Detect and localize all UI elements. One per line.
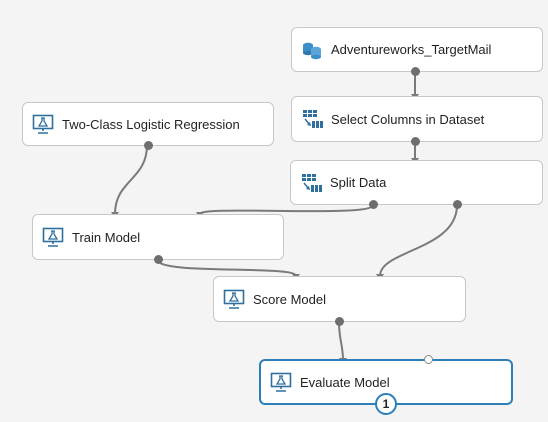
output-port[interactable] [411,67,420,76]
flask-monitor-icon [42,226,64,248]
module-label: Evaluate Model [300,374,390,390]
module-label: Split Data [330,175,387,190]
flask-monitor-icon [32,113,54,135]
module-adventureworks-targetmail[interactable]: Adventureworks_TargetMail [291,27,543,76]
database-icon [301,39,323,61]
wire-score-to-evaluate [338,321,344,361]
module-score-model[interactable]: Score Model [213,276,466,326]
output-port[interactable] [144,141,153,150]
module-label: Select Columns in Dataset [331,111,485,127]
module-label: Train Model [72,229,141,245]
module-train-model[interactable]: Train Model [32,214,284,264]
wire-split-to-score [379,204,458,277]
output-port-right[interactable] [453,200,462,209]
output-port[interactable] [335,317,344,326]
module-label: Two-Class Logistic Regression [62,116,240,132]
module-label: Adventureworks_TargetMail [331,42,492,57]
output-port-number-badge[interactable]: 1 [375,393,397,415]
module-split-data[interactable]: Split Data [290,160,543,209]
table-transform-icon [300,172,322,194]
wire-logistic-to-train [114,144,148,215]
module-label: Score Model [253,291,326,307]
wire-train-to-score [157,259,297,277]
output-port-left[interactable] [369,200,378,209]
flask-monitor-icon [270,371,292,393]
table-transform-icon [301,108,323,130]
module-evaluate-model[interactable]: Evaluate Model 1 [259,355,513,415]
output-port[interactable] [411,137,420,146]
module-select-columns-in-dataset[interactable]: Select Columns in Dataset [291,96,543,146]
flask-monitor-icon [223,288,245,310]
module-two-class-logistic-regression[interactable]: Two-Class Logistic Regression [22,102,274,150]
output-port[interactable] [154,255,163,264]
input-port-right[interactable] [424,355,433,364]
wire-split-to-train [199,204,374,215]
